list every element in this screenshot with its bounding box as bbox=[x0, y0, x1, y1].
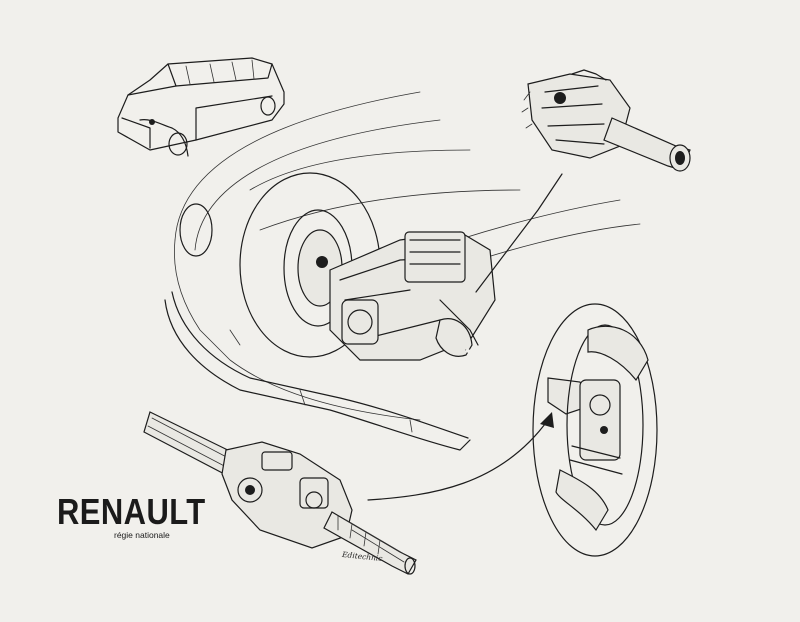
driveshaft bbox=[465, 348, 591, 415]
halfshaft-joint-detail-bottom bbox=[143, 411, 417, 575]
brand-block: RENAULT régie nationale bbox=[57, 491, 230, 541]
small-car-icon bbox=[117, 57, 285, 157]
cv-joint-detail-top bbox=[521, 69, 691, 172]
pointer-line-top bbox=[475, 173, 563, 293]
pointer-arrow-bottom bbox=[367, 419, 549, 501]
engine-cutaway bbox=[239, 172, 496, 361]
brand-tagline: régie nationale bbox=[114, 530, 170, 540]
brand-logo-text: RENAULT bbox=[57, 491, 206, 532]
wheel-hub-cutaway bbox=[532, 303, 658, 557]
car-body-outline bbox=[164, 91, 641, 451]
arrow-head bbox=[540, 412, 554, 428]
